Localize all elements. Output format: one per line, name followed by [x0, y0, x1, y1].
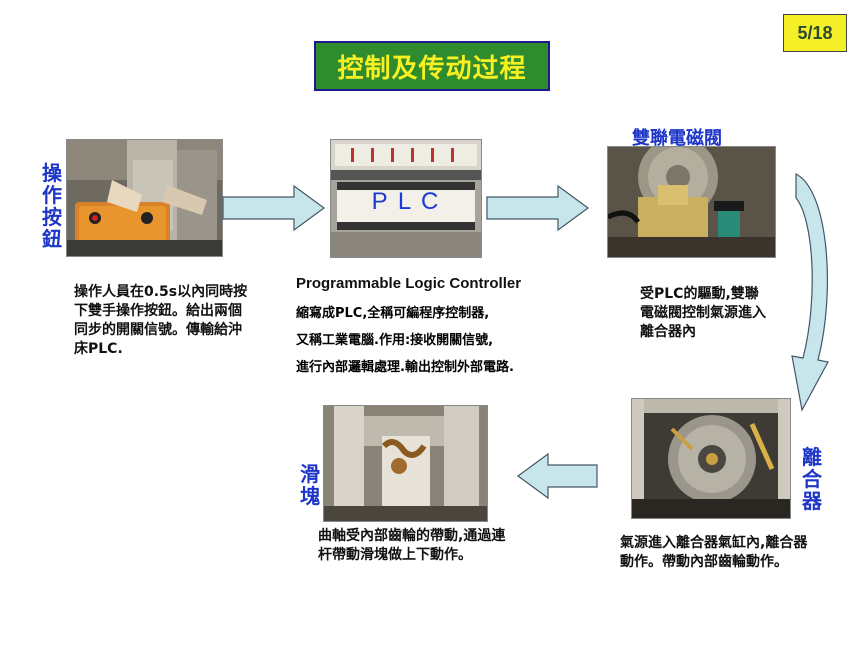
- flow-arrow-curved-down: [791, 173, 829, 412]
- label-double-solenoid-valve: 雙聯電磁閥: [632, 128, 722, 149]
- flow-arrow-right-1: [222, 185, 326, 231]
- plc-line-3: 進行內部邏輯處理.輸出控制外部電路.: [296, 360, 514, 375]
- label-slider: 滑塊: [300, 462, 320, 508]
- plc-description-block: Programmable Logic Controller 縮寫成PLC,全稱可…: [296, 275, 596, 383]
- plc-heading: Programmable Logic Controller: [296, 275, 522, 292]
- photo-plc: P L C: [330, 139, 482, 258]
- plc-line-1: 縮寫成PLC,全稱可編程序控制器,: [296, 306, 490, 321]
- photo-slider: [323, 405, 488, 522]
- desc-slider: 曲軸受內部齒輪的帶動,通過連杆帶動滑塊做上下動作。: [318, 528, 506, 563]
- photo-clutch: [631, 398, 791, 519]
- desc-clutch: 氣源進入離合器氣缸內,離合器動作。帶動內部齒輪動作。: [620, 535, 808, 570]
- flow-arrow-left: [516, 453, 598, 499]
- flow-arrow-right-2: [486, 185, 590, 231]
- plc-photo-text: P L C: [371, 188, 441, 215]
- desc-solenoid-valve: 受PLC的驅動,雙聯電磁閥控制氣源進入離合器內: [640, 286, 766, 340]
- photo-solenoid-valve: [607, 146, 776, 258]
- label-clutch: 離合器: [802, 445, 822, 513]
- plc-line-2: 又稱工業電腦.作用:接收開關信號,: [296, 333, 494, 348]
- page-number-badge: 5/18: [783, 14, 847, 52]
- desc-operation-button: 操作人員在0.5s以內同時按下雙手操作按鈕。給出兩個同步的開關信號。傳輸給沖床P…: [74, 284, 248, 357]
- photo-operator-buttons: [66, 139, 223, 257]
- label-operation-button: 操作按鈕: [42, 161, 62, 251]
- slide-title: 控制及传动过程: [314, 41, 550, 91]
